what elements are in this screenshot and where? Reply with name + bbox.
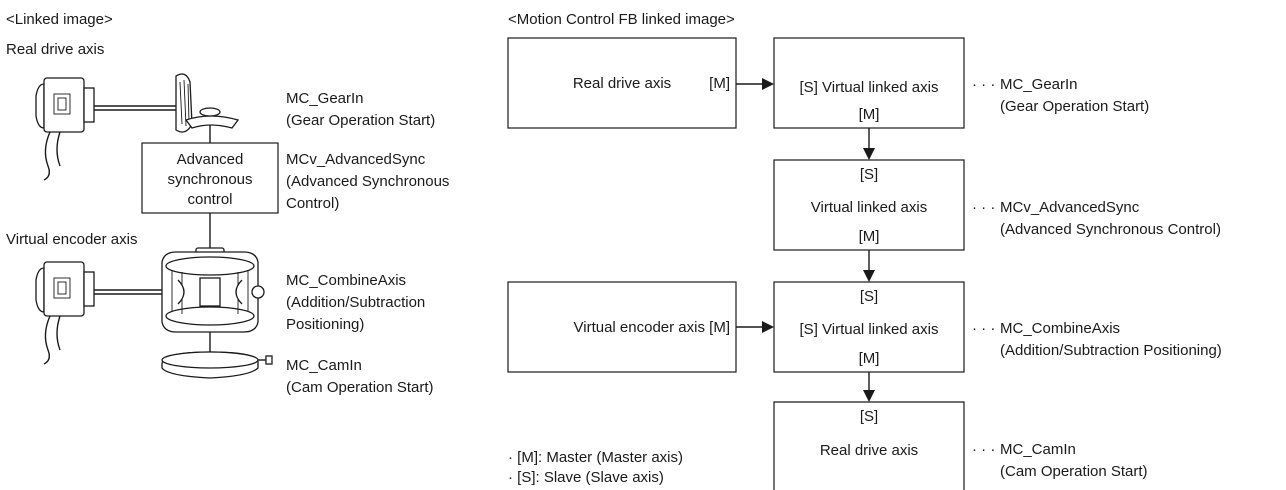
right-fb-gearin-desc: (Gear Operation Start) (1000, 98, 1149, 115)
differential-gear-icon (161, 247, 265, 333)
real-drive-source-label: Real drive axis (573, 75, 671, 92)
fb-linked-image-heading: <Motion Control FB linked image> (508, 11, 735, 28)
chain-box-3-label: [S] Virtual linked axis (800, 321, 939, 338)
legend-slave: · [S]: Slave (Slave axis) (508, 469, 664, 486)
right-fb-dots-3: · · · (972, 320, 995, 337)
legend-master: · [M]: Master (Master axis) (508, 449, 683, 466)
advanced-box-line-1: Advanced (177, 151, 244, 168)
arrowhead-real-drive (762, 78, 774, 90)
linked-image-heading: <Linked image> (6, 11, 113, 28)
right-fb-advancedsync-name: MCv_AdvancedSync (1000, 199, 1140, 216)
arrowhead-chain-1-2 (863, 148, 875, 160)
right-fb-combineaxis-desc: (Addition/Subtraction Positioning) (1000, 342, 1222, 359)
left-fb-combineaxis-desc-1: (Addition/Subtraction (286, 294, 425, 311)
chain-box-4-top: [S] (860, 408, 878, 425)
chain-box-3 (773, 281, 965, 373)
chain-box-1-bottom: [M] (859, 106, 880, 123)
left-fb-gearin-desc: (Gear Operation Start) (286, 112, 435, 129)
right-fb-dots-2: · · · (972, 199, 995, 216)
left-fb-gearin-name: MC_GearIn (286, 90, 364, 107)
virtual-encoder-motor-icon (35, 261, 166, 365)
arrowhead-encoder (762, 321, 774, 333)
advanced-box-line-3: control (187, 191, 232, 208)
right-fb-combineaxis-name: MC_CombineAxis (1000, 320, 1120, 337)
right-fb-camin-desc: (Cam Operation Start) (1000, 463, 1148, 480)
right-fb-dots-1: · · · (972, 76, 995, 93)
left-fb-advancedsync-desc-2: Control) (286, 195, 339, 212)
arrowhead-chain-3-4 (863, 390, 875, 402)
chain-box-1-label: [S] Virtual linked axis (800, 79, 939, 96)
chain-box-2-label: Virtual linked axis (811, 199, 927, 216)
chain-box-4-label: Real drive axis (820, 442, 918, 459)
arrowhead-chain-2-3 (863, 270, 875, 282)
chain-box-3-bottom: [M] (859, 350, 880, 367)
left-fb-combineaxis-desc-2: Positioning) (286, 316, 364, 333)
left-fb-camin-desc: (Cam Operation Start) (286, 379, 434, 396)
real-drive-motor-icon (35, 77, 184, 181)
cam-base-icon (161, 351, 273, 379)
chain-box-1 (773, 37, 965, 129)
left-fb-combineaxis-name: MC_CombineAxis (286, 272, 406, 289)
real-drive-source-port: [M] (709, 75, 730, 92)
left-fb-camin-name: MC_CamIn (286, 357, 362, 374)
chain-box-3-top: [S] (860, 288, 878, 305)
virtual-encoder-source-label: Virtual encoder axis [M] (574, 319, 730, 336)
right-fb-dots-4: · · · (972, 441, 995, 458)
chain-box-2-top: [S] (860, 166, 878, 183)
right-fb-advancedsync-desc: (Advanced Synchronous Control) (1000, 221, 1221, 238)
real-drive-source-box (507, 37, 737, 129)
advanced-box-line-2: synchronous (167, 171, 252, 188)
right-fb-gearin-name: MC_GearIn (1000, 76, 1078, 93)
right-fb-camin-name: MC_CamIn (1000, 441, 1076, 458)
left-fb-advancedsync-desc-1: (Advanced Synchronous (286, 173, 449, 190)
real-drive-axis-label: Real drive axis (6, 41, 104, 58)
bevel-gear-icon (175, 73, 240, 133)
virtual-encoder-source-box (507, 281, 737, 373)
advanced-sync-box (141, 142, 279, 214)
left-fb-advancedsync-name: MCv_AdvancedSync (286, 151, 426, 168)
virtual-encoder-axis-label: Virtual encoder axis (6, 231, 137, 248)
chain-box-2-bottom: [M] (859, 228, 880, 245)
